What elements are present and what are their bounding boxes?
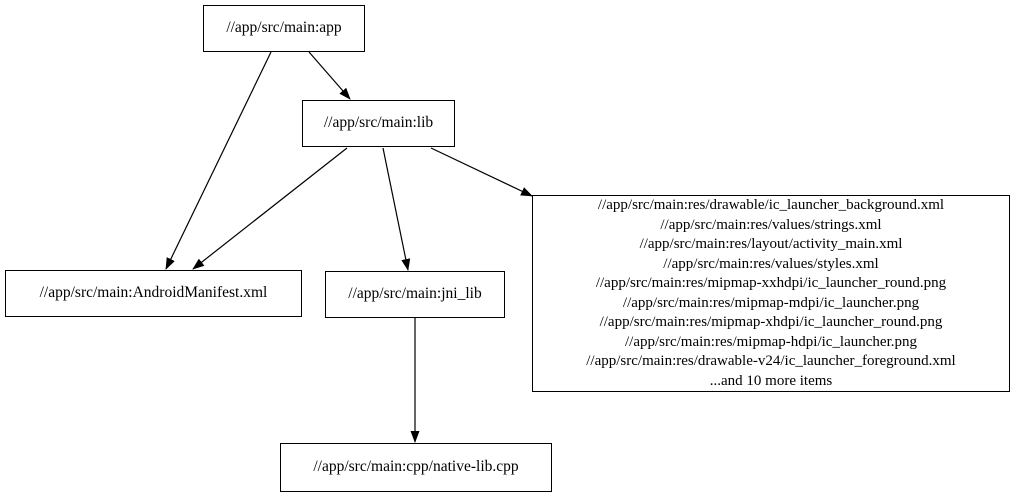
resource-item: //app/src/main:res/mipmap-hdpi/ic_launch… — [624, 333, 917, 350]
node-jni-lib-label: //app/src/main:jni_lib — [348, 285, 482, 303]
node-lib-label: //app/src/main:lib — [323, 114, 434, 132]
node-resources-group: //app/src/main:res/drawable/ic_launcher_… — [532, 195, 1010, 392]
node-lib: //app/src/main:lib — [302, 100, 455, 147]
resource-item: //app/src/main:res/mipmap-xhdpi/ic_launc… — [599, 314, 943, 330]
node-app-label: //app/src/main:app — [226, 19, 342, 37]
node-androidmanifest: //app/src/main:AndroidManifest.xml — [5, 270, 302, 317]
resource-item: //app/src/main:res/drawable-v24/ic_launc… — [586, 353, 956, 369]
node-native-lib-cpp-label: //app/src/main:cpp/native-lib.cpp — [313, 458, 519, 476]
resource-item: //app/src/main:res/drawable/ic_launcher_… — [597, 197, 945, 213]
edge-lib-to-resources — [430, 147, 533, 197]
node-jni-lib: //app/src/main:jni_lib — [325, 271, 505, 318]
edge-lib-to-jnilib — [382, 147, 411, 271]
edge-app-to-androidmanifest — [165, 51, 272, 270]
node-androidmanifest-label: //app/src/main:AndroidManifest.xml — [39, 284, 268, 302]
node-app: //app/src/main:app — [203, 5, 365, 52]
resource-item: //app/src/main:res/values/styles.xml — [663, 255, 879, 272]
resource-more-items: ...and 10 more items — [709, 372, 833, 389]
resource-item: //app/src/main:res/layout/activity_main.… — [639, 236, 903, 252]
node-native-lib-cpp: //app/src/main:cpp/native-lib.cpp — [280, 443, 552, 492]
edge-lib-to-androidmanifest — [192, 147, 348, 270]
resource-item: //app/src/main:res/mipmap-xxhdpi/ic_laun… — [595, 275, 947, 291]
edge-app-to-lib — [308, 51, 351, 100]
resource-item: //app/src/main:res/values/strings.xml — [660, 216, 882, 233]
resource-item: //app/src/main:res/mipmap-mdpi/ic_launch… — [622, 294, 920, 311]
